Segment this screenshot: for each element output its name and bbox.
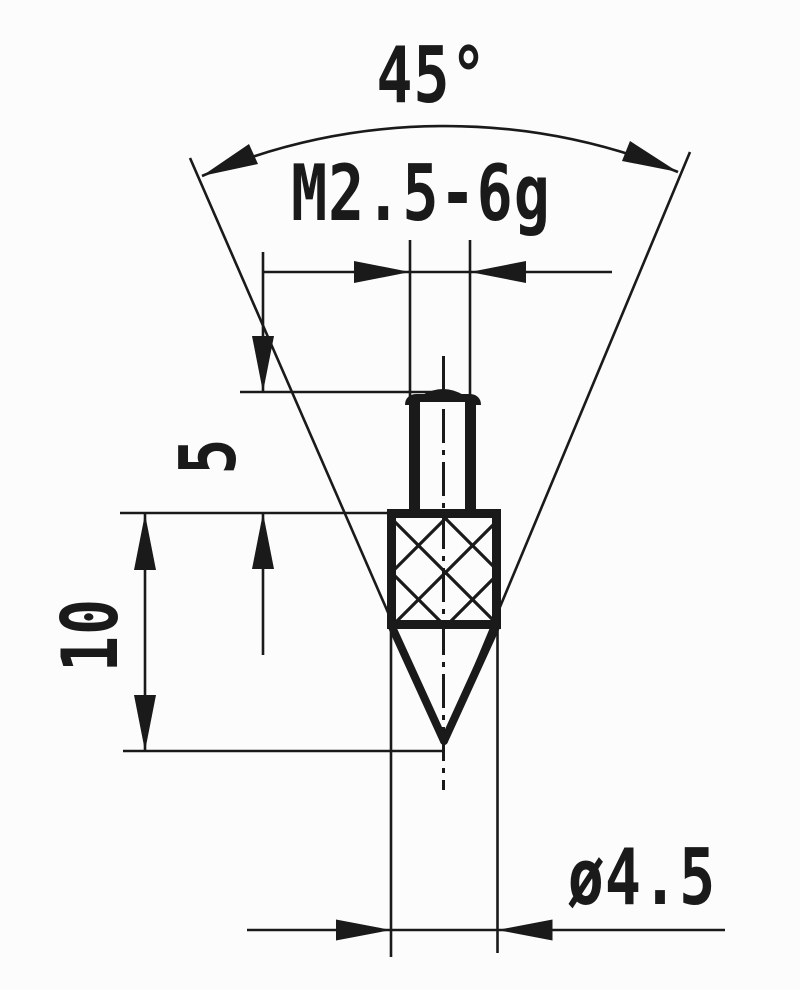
thread-length-dimension: [120, 252, 444, 655]
thread-label: M2.5-6g: [291, 148, 551, 240]
conical-tip: [388, 623, 500, 745]
thread-dimension: [262, 240, 612, 398]
thread-length-label: 5: [163, 437, 255, 475]
cone-angle-lines: [188, 151, 692, 742]
body-length-label: 10: [45, 597, 137, 673]
knurled-body: [387, 509, 501, 629]
knurl-hatch: [395, 517, 493, 621]
cone-angle-label: 45°: [376, 30, 488, 122]
threaded-stud: [405, 389, 481, 517]
thread-chamfer-dome: [422, 389, 464, 400]
diameter-dimension: [247, 630, 725, 957]
cone-angle-arc: [201, 124, 679, 178]
diameter-label: ø4.5: [567, 832, 717, 924]
